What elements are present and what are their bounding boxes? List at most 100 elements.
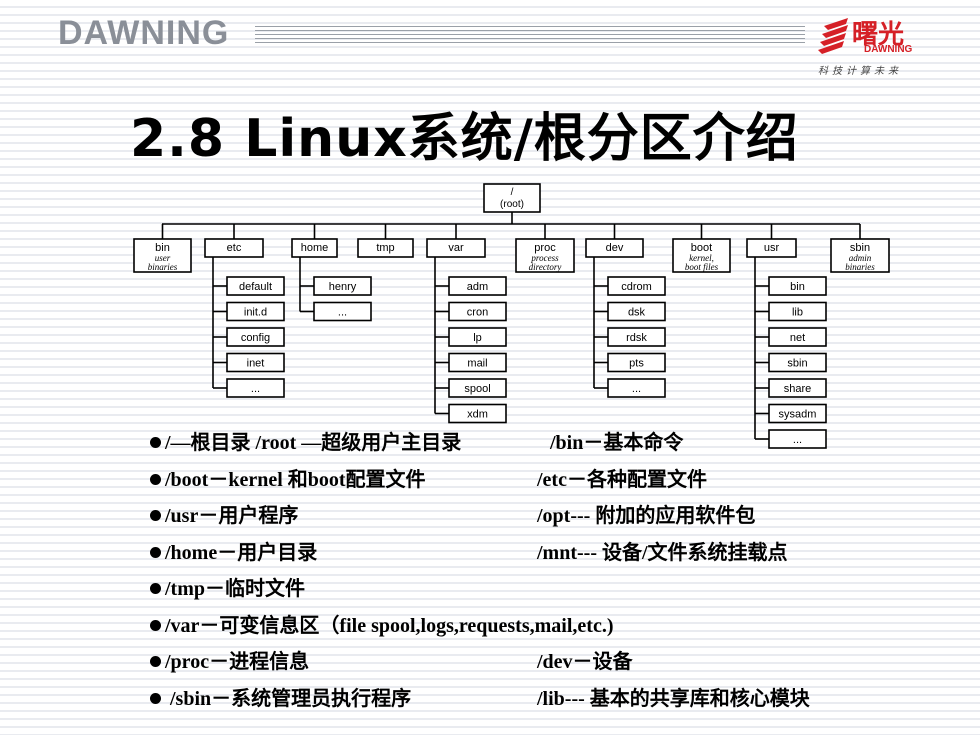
bullet-item: /usr－用户程序 bbox=[150, 499, 298, 528]
logo-tagline: 科技计算未来 bbox=[818, 66, 902, 77]
dir-label-sbin: sbin bbox=[850, 242, 870, 254]
subdir-box bbox=[607, 352, 666, 373]
subdir-box bbox=[448, 276, 507, 296]
bullet-text-left: /tmp－临时文件 bbox=[165, 578, 305, 600]
subdir-box bbox=[448, 352, 507, 373]
dir-box-boot bbox=[672, 238, 731, 273]
subdir-label-home: henry bbox=[329, 281, 357, 293]
subdir-label-etc: default bbox=[239, 281, 272, 293]
subdir-box bbox=[226, 378, 285, 398]
bullet-text-right: /lib--- 基本的共享库和核心模块 bbox=[537, 687, 810, 710]
bullet-dot-icon bbox=[150, 656, 161, 667]
dir-desc-boot: boot files bbox=[685, 262, 719, 272]
bullet-text-right: /dev－设备 bbox=[537, 651, 633, 673]
subdir-box bbox=[768, 352, 827, 373]
subdir-box bbox=[768, 429, 827, 449]
subdir-label-usr: ... bbox=[793, 434, 802, 446]
bullet-text-left: /home－用户目录 bbox=[165, 541, 318, 564]
subdir-label-var: cron bbox=[467, 307, 488, 319]
bullet-item: /tmp－临时文件 bbox=[150, 572, 305, 601]
dir-desc-bin: user bbox=[155, 253, 171, 263]
subdir-box bbox=[226, 276, 285, 296]
dir-label-usr: usr bbox=[764, 242, 780, 254]
logo-chinese-text: 曙光 bbox=[852, 20, 905, 50]
dir-desc-proc: directory bbox=[529, 262, 562, 272]
subdir-label-var: spool bbox=[464, 383, 490, 395]
subdir-box bbox=[226, 301, 285, 322]
subdir-label-usr: net bbox=[790, 332, 805, 344]
bullet-dot-icon bbox=[150, 692, 161, 704]
dir-desc-sbin: binaries bbox=[845, 262, 875, 272]
dir-box-proc bbox=[515, 238, 575, 273]
subdir-box bbox=[607, 327, 666, 347]
bullet-dot-icon bbox=[150, 510, 161, 521]
bullet-text-right: /mnt--- 设备/文件系统挂载点 bbox=[537, 541, 788, 564]
subdir-label-var: adm bbox=[467, 281, 488, 293]
subdir-box bbox=[607, 276, 666, 296]
subdir-label-dev: rdsk bbox=[626, 332, 647, 344]
dir-box-dev bbox=[585, 238, 644, 258]
dir-label-tmp: tmp bbox=[376, 242, 394, 254]
subdir-label-var: mail bbox=[467, 358, 487, 370]
bullet-text-left: /usr－用户程序 bbox=[165, 505, 299, 527]
subdir-box bbox=[768, 378, 827, 398]
subdir-label-usr: lib bbox=[792, 307, 803, 319]
dir-label-home: home bbox=[301, 242, 329, 254]
bullet-dot-icon bbox=[150, 583, 161, 594]
dir-box-var bbox=[426, 238, 486, 258]
dir-label-bin: bin bbox=[155, 242, 170, 254]
dir-box-usr bbox=[746, 238, 797, 258]
subdir-box bbox=[313, 276, 372, 296]
subdir-box bbox=[448, 301, 507, 322]
bullet-text-right: /opt--- 附加的应用软件包 bbox=[537, 505, 756, 527]
dir-desc-boot: kernel, bbox=[689, 253, 714, 263]
bullet-item: /home－用户目录 bbox=[150, 536, 317, 565]
dir-box-sbin bbox=[830, 238, 890, 273]
subdir-label-var: xdm bbox=[467, 409, 488, 421]
subdir-box bbox=[607, 301, 666, 322]
filesystem-tree-diagram: /(root)binuserbinariesetcdefaultinit.dco… bbox=[133, 183, 890, 449]
root-label: (root) bbox=[500, 199, 524, 210]
subdir-label-usr: sysadm bbox=[779, 409, 817, 421]
bullet-text-left: /—根目录 /root —超级用户主目录 bbox=[165, 432, 462, 454]
dir-label-var: var bbox=[448, 242, 464, 254]
subdir-box bbox=[448, 403, 507, 424]
subdir-box bbox=[448, 327, 507, 347]
dir-desc-proc: process bbox=[530, 253, 559, 263]
dir-label-proc: proc bbox=[534, 242, 556, 254]
dawning-logo-icon bbox=[818, 18, 848, 54]
subdir-label-etc: ... bbox=[251, 383, 260, 395]
dir-box-etc bbox=[204, 238, 264, 258]
subdir-box bbox=[768, 403, 827, 424]
subdir-box bbox=[226, 352, 285, 373]
dir-box-tmp bbox=[357, 238, 414, 258]
subdir-label-dev: ... bbox=[632, 383, 641, 395]
bullet-item: /—根目录 /root —超级用户主目录 bbox=[150, 426, 461, 455]
subdir-label-dev: cdrom bbox=[621, 281, 652, 293]
root-box bbox=[483, 183, 541, 213]
subdir-label-dev: pts bbox=[629, 358, 644, 370]
dir-label-dev: dev bbox=[606, 242, 624, 254]
dir-desc-bin: binaries bbox=[148, 262, 178, 272]
dir-box-bin bbox=[133, 238, 192, 273]
slide-title: 2.8 Linux系统/根分区介绍 bbox=[130, 109, 799, 169]
bullet-item: /var－可变信息区（file spool,logs,requests,mail… bbox=[150, 609, 613, 638]
bullet-dot-icon bbox=[150, 437, 161, 448]
subdir-box bbox=[768, 301, 827, 322]
bullet-text-left: /var－可变信息区（file spool,logs,requests,mail… bbox=[165, 614, 614, 637]
subdir-label-usr: share bbox=[784, 383, 812, 395]
subdir-box bbox=[448, 378, 507, 398]
brand-rule-lines bbox=[255, 26, 805, 46]
bullet-item: /proc－进程信息 bbox=[150, 645, 309, 674]
subdir-box bbox=[607, 378, 666, 398]
brand-wordmark: DAWNING bbox=[58, 14, 230, 52]
subdir-label-usr: sbin bbox=[787, 358, 807, 370]
subdir-box bbox=[226, 327, 285, 347]
subdir-box bbox=[768, 327, 827, 347]
subdir-label-etc: inet bbox=[247, 358, 265, 370]
root-label: / bbox=[511, 187, 514, 198]
subdir-box bbox=[768, 276, 827, 296]
logo-english-text: DAWNING bbox=[864, 44, 913, 55]
dir-label-etc: etc bbox=[227, 242, 242, 254]
subdir-box bbox=[313, 301, 372, 322]
